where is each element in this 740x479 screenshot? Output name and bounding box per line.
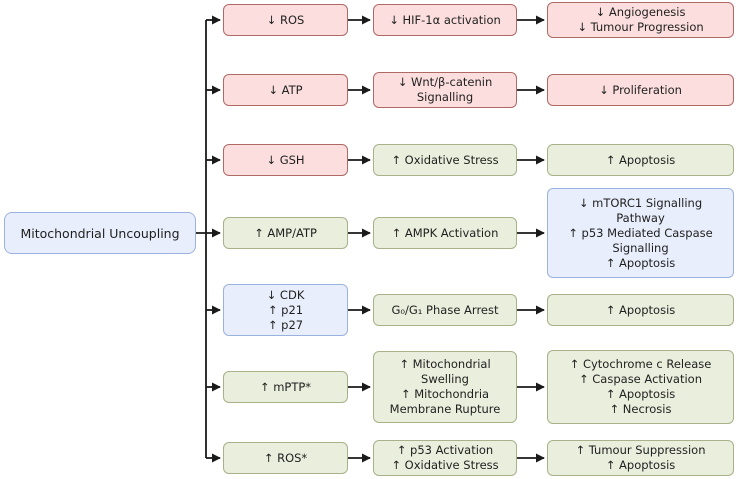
node-line: Membrane Rupture bbox=[389, 402, 501, 416]
node-line: ↑ p53 Activation bbox=[396, 443, 494, 457]
node-line: ↑ Mitochondria bbox=[400, 387, 490, 401]
node-line: ↓ mTORC1 Signalling bbox=[578, 195, 703, 210]
node-ros-decrease: ↓ ROS bbox=[223, 4, 348, 36]
node-line: ↑ Apoptosis bbox=[605, 152, 676, 167]
node-tumour-suppression-apoptosis: ↑ Tumour Suppression ↑ Apoptosis bbox=[547, 440, 734, 476]
node-ampk-activation: ↑ AMPK Activation bbox=[373, 217, 517, 249]
node-line: ↓ HIF-1α activation bbox=[389, 12, 501, 27]
node-line: ↑ Oxidative Stress bbox=[391, 458, 499, 472]
node-line: ↓ Tumour Progression bbox=[577, 20, 704, 34]
node-line: Signalling bbox=[612, 240, 669, 255]
node-cytochrome-caspase-apoptosis-necrosis: ↑ Cytochrome c Release ↑ Caspase Activat… bbox=[547, 350, 734, 424]
node-mptp-increase: ↑ mPTP* bbox=[223, 371, 348, 403]
node-line: ↑ Cytochrome c Release bbox=[569, 357, 712, 371]
node-line: ↓ Proliferation bbox=[599, 82, 682, 97]
node-line: ↑ ROS* bbox=[263, 450, 308, 465]
node-mitochondrial-swelling-rupture: ↑ Mitochondrial Swelling ↑ Mitochondria … bbox=[373, 351, 517, 423]
node-wnt-b-catenin-signalling: ↓ Wnt/β-catenin Signalling bbox=[373, 72, 517, 108]
node-line: ↑ Apoptosis bbox=[605, 302, 676, 317]
node-line: ↓ Wnt/β-catenin bbox=[397, 75, 493, 89]
node-line: ↑ mPTP* bbox=[259, 379, 312, 394]
node-line: Pathway bbox=[616, 210, 665, 225]
node-line: Swelling bbox=[421, 372, 469, 386]
node-line: ↑ Apoptosis bbox=[605, 387, 676, 401]
node-proliferation: ↓ Proliferation bbox=[547, 74, 734, 106]
node-angiogenesis-tumour-progression: ↓ Angiogenesis ↓ Tumour Progression bbox=[547, 2, 734, 38]
node-line: ↑ p53 Mediated Caspase bbox=[568, 225, 713, 240]
node-line: ↑ AMP/ATP bbox=[254, 225, 317, 240]
node-atp-decrease: ↓ ATP bbox=[223, 74, 348, 106]
node-line: Mitochondrial Uncoupling bbox=[20, 225, 180, 241]
node-line: ↑ Mitochondrial bbox=[399, 357, 491, 371]
node-p53-activation-oxidative-stress: ↑ p53 Activation ↑ Oxidative Stress bbox=[373, 440, 517, 476]
node-mtorc1-p53-apoptosis: ↓ mTORC1 Signalling Pathway ↑ p53 Mediat… bbox=[547, 188, 734, 278]
node-line: ↓ Angiogenesis bbox=[595, 5, 686, 19]
node-apoptosis-row5: ↑ Apoptosis bbox=[547, 294, 734, 326]
node-line: ↑ p21 bbox=[267, 302, 304, 317]
node-line: ↑ AMPK Activation bbox=[391, 225, 499, 240]
node-line: ↓ GSH bbox=[266, 152, 305, 167]
node-cdk-p21-p27: ↓ CDK ↑ p21 ↑ p27 bbox=[223, 284, 348, 336]
node-line: ↓ CDK bbox=[266, 287, 305, 302]
node-line: ↑ Necrosis bbox=[609, 402, 672, 416]
node-oxidative-stress: ↑ Oxidative Stress bbox=[373, 144, 517, 176]
node-line: ↑ Oxidative Stress bbox=[391, 152, 499, 167]
node-apoptosis-row3: ↑ Apoptosis bbox=[547, 144, 734, 176]
node-g0-g1-phase-arrest: G₀/G₁ Phase Arrest bbox=[373, 294, 517, 326]
node-line: ↑ Apoptosis bbox=[605, 255, 676, 270]
node-line: G₀/G₁ Phase Arrest bbox=[391, 302, 499, 317]
node-mitochondrial-uncoupling: Mitochondrial Uncoupling bbox=[4, 212, 196, 254]
node-line: ↑ Tumour Suppression bbox=[575, 443, 706, 457]
node-line: ↓ ROS bbox=[266, 12, 305, 27]
node-line: ↑ p27 bbox=[267, 317, 304, 332]
node-line: ↑ Caspase Activation bbox=[578, 372, 702, 386]
node-line: Signalling bbox=[416, 90, 474, 104]
node-line: ↑ Apoptosis bbox=[605, 458, 676, 472]
node-gsh-decrease: ↓ GSH bbox=[223, 144, 348, 176]
node-amp-atp-ratio: ↑ AMP/ATP bbox=[223, 217, 348, 249]
node-line: ↓ ATP bbox=[268, 82, 303, 97]
node-hif1a-activation: ↓ HIF-1α activation bbox=[373, 4, 517, 36]
node-ros-increase: ↑ ROS* bbox=[223, 442, 348, 474]
